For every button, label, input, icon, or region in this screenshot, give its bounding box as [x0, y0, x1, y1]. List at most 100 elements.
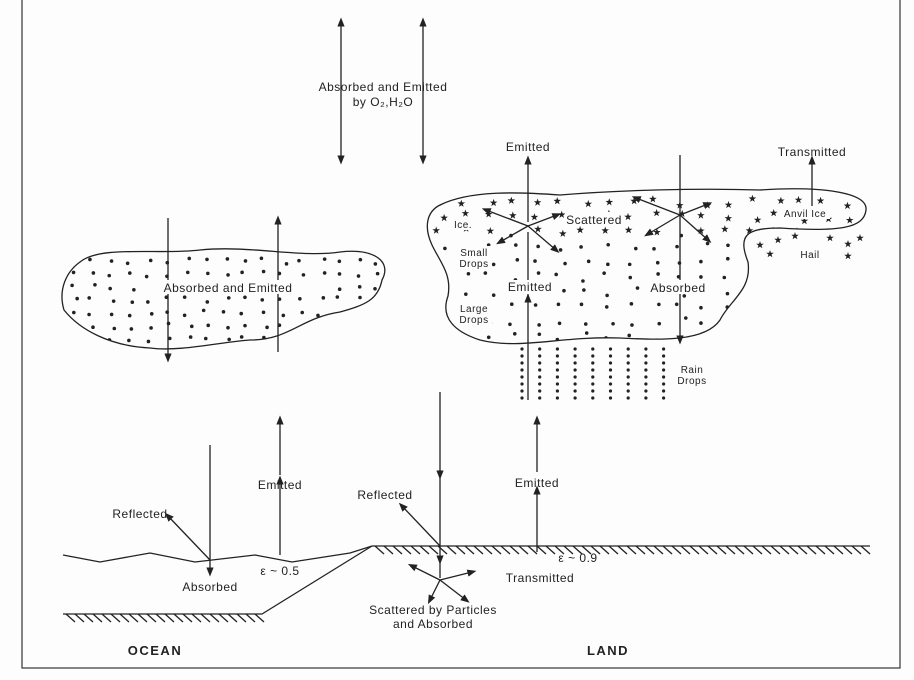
droplet — [203, 336, 208, 341]
droplet — [109, 312, 114, 317]
droplet — [246, 350, 250, 354]
absorbed-label: Absorbed — [650, 281, 705, 295]
ice-crystal — [530, 213, 539, 221]
ice-crystal — [724, 200, 733, 209]
ice-crystal — [844, 228, 853, 236]
droplet — [586, 259, 591, 264]
hatch-mark — [245, 613, 256, 623]
hatch-mark — [236, 613, 247, 623]
hatch-mark — [500, 545, 511, 555]
droplet — [146, 300, 150, 304]
droplet — [644, 354, 648, 358]
droplet — [75, 337, 80, 341]
ice-crystal — [800, 290, 808, 298]
ice-crystal — [533, 198, 542, 206]
hatch-mark — [689, 545, 700, 555]
ice-crystal — [820, 243, 829, 251]
ice-crystal — [649, 195, 657, 203]
droplet — [662, 396, 666, 400]
droplet — [87, 312, 91, 317]
droplet — [657, 321, 662, 326]
ice-crystal — [798, 329, 806, 337]
droplet — [555, 389, 560, 393]
droplet — [536, 271, 541, 275]
droplet — [91, 271, 96, 275]
hatch-mark — [806, 545, 817, 555]
droplet — [281, 313, 286, 318]
droplet — [555, 382, 560, 386]
droplet — [627, 333, 631, 338]
droplet — [699, 305, 703, 310]
hatch-mark — [860, 545, 871, 555]
hatch-mark — [842, 545, 853, 555]
droplet — [654, 338, 659, 343]
droplet — [440, 274, 445, 278]
droplet — [555, 396, 560, 400]
droplet — [239, 335, 244, 339]
droplet — [227, 337, 231, 342]
ocean-absorbed-label: Absorbed — [182, 580, 237, 594]
droplet — [562, 288, 566, 293]
droplet — [573, 382, 577, 386]
hatch-mark — [218, 613, 229, 623]
droplet — [556, 302, 561, 307]
droplet — [483, 271, 488, 275]
hatch-mark — [563, 545, 574, 555]
hatch-mark — [608, 545, 619, 555]
droplet — [611, 321, 615, 326]
ice-crystal — [823, 269, 831, 277]
hatch-mark — [545, 545, 556, 555]
ice-crystal — [432, 226, 440, 234]
ice-crystal — [745, 303, 753, 312]
droplet — [243, 259, 248, 263]
droplet — [88, 257, 92, 262]
hatch-mark — [824, 545, 835, 555]
droplet — [591, 382, 595, 386]
ice-crystal — [461, 209, 470, 217]
ice-crystal — [774, 236, 782, 244]
droplet — [656, 272, 660, 276]
droplet — [435, 337, 439, 342]
droplet — [675, 244, 679, 249]
droplet — [72, 310, 76, 315]
ice-crystal — [826, 234, 834, 242]
droplet — [221, 310, 226, 314]
droplet — [125, 261, 130, 266]
droplet — [436, 320, 441, 324]
ice-crystal — [847, 288, 855, 296]
droplet — [591, 368, 595, 372]
droplet — [127, 338, 131, 343]
droplet — [88, 352, 92, 356]
droplet — [705, 241, 710, 246]
ocean-emitted-label: Emitted — [258, 478, 302, 492]
droplet — [491, 262, 496, 267]
droplet — [127, 313, 132, 318]
hatch-mark — [590, 545, 601, 555]
droplet — [443, 246, 447, 251]
small-drops-label-1: Small — [460, 248, 488, 259]
droplet — [128, 271, 132, 275]
droplet — [644, 382, 648, 386]
ice-crystal — [749, 290, 758, 298]
droplet — [337, 337, 342, 342]
droplet — [538, 354, 542, 358]
droplet — [725, 305, 730, 309]
droplet — [354, 324, 359, 328]
droplet — [337, 259, 342, 264]
emitted-top-label: Emitted — [506, 140, 550, 154]
hatch-mark — [518, 545, 529, 555]
ice-crystal — [624, 212, 632, 221]
droplet — [182, 295, 187, 299]
droplet — [149, 312, 154, 316]
hatch-mark — [509, 545, 520, 555]
droplet — [538, 347, 542, 351]
droplet — [538, 368, 542, 372]
surface-line — [62, 545, 870, 563]
droplet — [375, 335, 380, 340]
droplet — [573, 389, 577, 393]
droplet — [584, 331, 589, 335]
droplet — [187, 256, 192, 261]
hatch-mark — [374, 545, 385, 555]
droplet — [582, 288, 586, 292]
